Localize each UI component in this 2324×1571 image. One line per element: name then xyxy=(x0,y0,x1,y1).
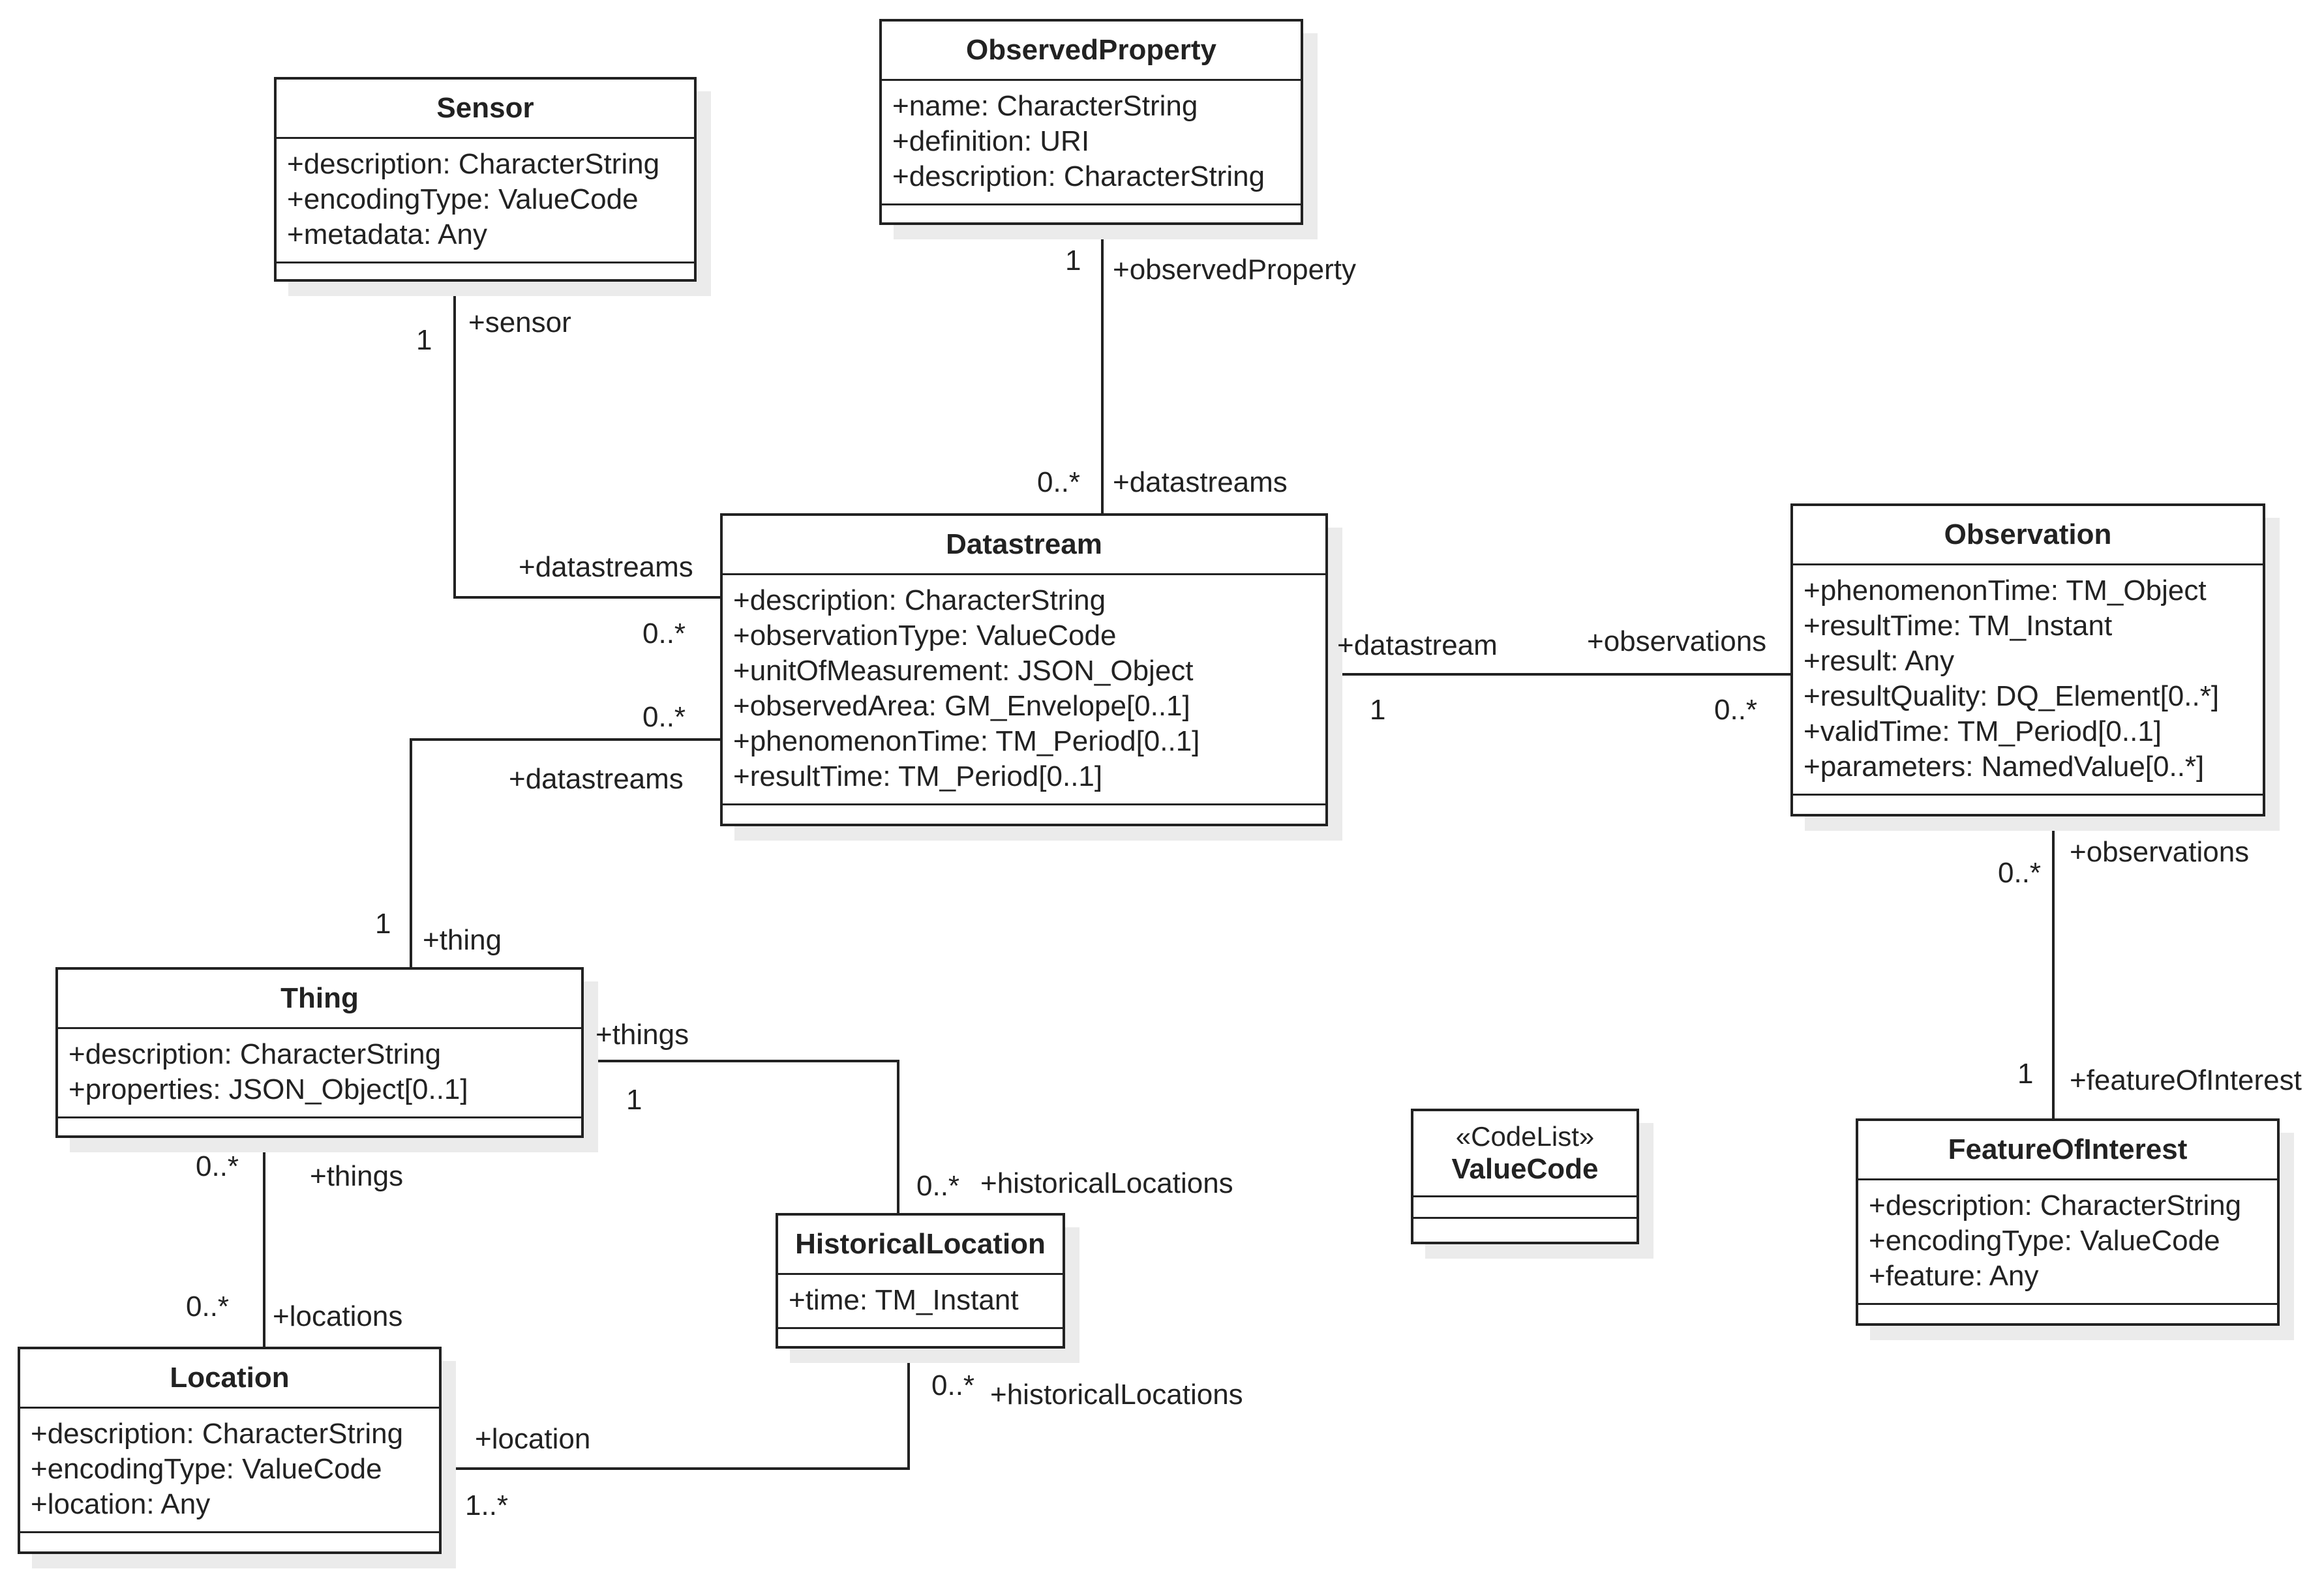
attribute: +encodingType: ValueCode xyxy=(31,1453,382,1485)
class-name: Observation xyxy=(1793,506,2263,565)
role-label: +sensor xyxy=(468,307,571,338)
attribute: +description: CharacterString xyxy=(892,160,1265,192)
attribute: +description: CharacterString xyxy=(287,148,660,180)
operation-compartment xyxy=(58,1118,581,1138)
attribute: +resultTime: TM_Period[0..1] xyxy=(733,760,1103,792)
attribute: +feature: Any xyxy=(1869,1260,2039,1292)
value-code-class[interactable]: «CodeList» ValueCode xyxy=(1411,1109,1639,1244)
attribute-compartment: +name: CharacterString +definition: URI … xyxy=(882,81,1301,205)
class-name: Thing xyxy=(58,970,581,1029)
role-label: +things xyxy=(596,1019,689,1051)
attribute: +validTime: TM_Period[0..1] xyxy=(1803,715,2162,747)
attribute: +phenomenonTime: TM_Period[0..1] xyxy=(733,725,1200,757)
attribute: +resultQuality: DQ_Element[0..*] xyxy=(1803,680,2220,712)
historical-location-class[interactable]: HistoricalLocation +time: TM_Instant xyxy=(776,1213,1065,1349)
multiplicity-label: 0..* xyxy=(1714,694,1758,726)
attribute-compartment: +description: CharacterString +propertie… xyxy=(58,1029,581,1118)
role-label: +datastreams xyxy=(1113,466,1288,498)
attribute: +encodingType: ValueCode xyxy=(287,183,639,215)
attribute: +name: CharacterString xyxy=(892,90,1198,122)
attribute: +observationType: ValueCode xyxy=(733,620,1117,651)
role-label: +featureOfInterest xyxy=(2070,1064,2302,1096)
multiplicity-label: 0..* xyxy=(642,618,686,650)
class-title: ValueCode xyxy=(1451,1153,1599,1185)
operation-compartment xyxy=(882,205,1301,225)
class-name: Location xyxy=(20,1349,439,1409)
class-name: Datastream xyxy=(723,516,1325,575)
operation-compartment xyxy=(277,263,694,283)
operation-compartment xyxy=(778,1329,1063,1349)
location-class[interactable]: Location +description: CharacterString +… xyxy=(18,1347,442,1554)
operation-compartment xyxy=(1858,1305,2277,1324)
attribute: +description: CharacterString xyxy=(1869,1189,2242,1221)
multiplicity-label: 1 xyxy=(1370,694,1386,726)
attribute-compartment: +phenomenonTime: TM_Object +resultTime: … xyxy=(1793,565,2263,796)
class-name: «CodeList» ValueCode xyxy=(1413,1111,1637,1197)
multiplicity-label: 0..* xyxy=(916,1170,960,1202)
multiplicity-label: 0..* xyxy=(642,701,686,733)
attribute: +description: CharacterString xyxy=(733,584,1106,616)
role-label: +location xyxy=(475,1423,591,1455)
multiplicity-label: 0..* xyxy=(931,1369,975,1401)
role-label: +historicalLocations xyxy=(980,1167,1233,1199)
attribute: +parameters: NamedValue[0..*] xyxy=(1803,751,2205,783)
class-name: FeatureOfInterest xyxy=(1858,1121,2277,1180)
operation-compartment xyxy=(723,805,1325,825)
attribute: +encodingType: ValueCode xyxy=(1869,1225,2220,1257)
attribute: +location: Any xyxy=(31,1488,211,1520)
operation-compartment xyxy=(1413,1219,1637,1238)
role-label: 1 xyxy=(416,324,432,356)
role-label: +locations xyxy=(273,1300,403,1332)
class-name: Sensor xyxy=(277,80,694,139)
datastream-class[interactable]: Datastream +description: CharacterString… xyxy=(720,513,1328,826)
multiplicity-label: 0..* xyxy=(1037,466,1081,498)
class-name: HistoricalLocation xyxy=(778,1216,1063,1275)
attribute: +description: CharacterString xyxy=(68,1038,442,1070)
sensor-class[interactable]: Sensor +description: CharacterString +en… xyxy=(274,77,697,282)
attribute: +observedArea: GM_Envelope[0..1] xyxy=(733,690,1190,722)
attribute: +result: Any xyxy=(1803,645,1955,677)
attribute: +description: CharacterString xyxy=(31,1418,404,1450)
observation-class[interactable]: Observation +phenomenonTime: TM_Object +… xyxy=(1790,503,2265,816)
role-label: +observedProperty xyxy=(1113,254,1356,286)
role-label: +datastream xyxy=(1337,629,1498,661)
attribute-compartment: +time: TM_Instant xyxy=(778,1275,1063,1329)
attribute: +metadata: Any xyxy=(287,218,487,250)
multiplicity-label: 0..* xyxy=(1998,857,2042,889)
multiplicity-label: 1..* xyxy=(465,1489,509,1521)
stereotype-label: «CodeList» xyxy=(1455,1121,1595,1152)
attribute: +resultTime: TM_Instant xyxy=(1803,610,2113,642)
multiplicity-label: 1 xyxy=(2017,1058,2034,1090)
class-name: ObservedProperty xyxy=(882,22,1301,81)
attribute: +properties: JSON_Object[0..1] xyxy=(68,1073,468,1105)
role-label: +datastreams xyxy=(519,551,693,583)
attribute: +phenomenonTime: TM_Object xyxy=(1803,575,2207,606)
feature-of-interest-class[interactable]: FeatureOfInterest +description: Characte… xyxy=(1856,1118,2280,1326)
attribute: +definition: URI xyxy=(892,125,1090,157)
multiplicity-label: 1 xyxy=(626,1084,642,1116)
attribute-compartment: +description: CharacterString +encodingT… xyxy=(20,1409,439,1533)
attribute: +unitOfMeasurement: JSON_Object xyxy=(733,655,1194,687)
role-label: +observations xyxy=(1587,625,1767,657)
attribute-compartment: +description: CharacterString +observati… xyxy=(723,575,1325,805)
role-label: +things xyxy=(310,1160,404,1192)
observed-property-class[interactable]: ObservedProperty +name: CharacterString … xyxy=(879,19,1303,225)
multiplicity-label: 0..* xyxy=(186,1291,230,1323)
multiplicity-label: 1 xyxy=(1065,245,1081,277)
role-label: +historicalLocations xyxy=(990,1379,1243,1411)
attribute-compartment: +description: CharacterString +encodingT… xyxy=(1858,1180,2277,1305)
role-label: +thing xyxy=(423,924,502,956)
attribute-compartment xyxy=(1413,1197,1637,1219)
attribute: +time: TM_Instant xyxy=(789,1284,1019,1316)
attribute-compartment: +description: CharacterString +encodingT… xyxy=(277,139,694,263)
multiplicity-label: 0..* xyxy=(196,1150,239,1182)
thing-class[interactable]: Thing +description: CharacterString +pro… xyxy=(55,967,584,1138)
role-label: +observations xyxy=(2070,836,2250,868)
operation-compartment xyxy=(20,1533,439,1553)
role-label: +datastreams xyxy=(509,763,684,795)
operation-compartment xyxy=(1793,796,2263,815)
multiplicity-label: 1 xyxy=(375,908,391,940)
